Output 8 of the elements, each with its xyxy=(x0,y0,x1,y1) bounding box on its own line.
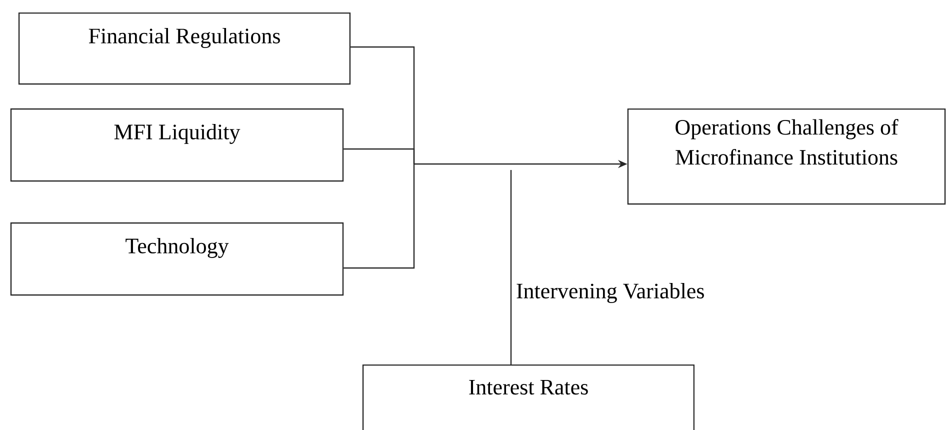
box: Operations Challenges of Microfinance Institutions xyxy=(627,108,946,205)
connector-line xyxy=(344,164,415,269)
box: Financial Regulations xyxy=(18,12,351,85)
box: Interest Rates xyxy=(362,364,695,430)
edge-label: Intervening Variables xyxy=(516,283,704,303)
box: Technology xyxy=(10,222,344,296)
connector-line xyxy=(344,148,415,164)
box: MFI Liquidity xyxy=(10,108,344,182)
